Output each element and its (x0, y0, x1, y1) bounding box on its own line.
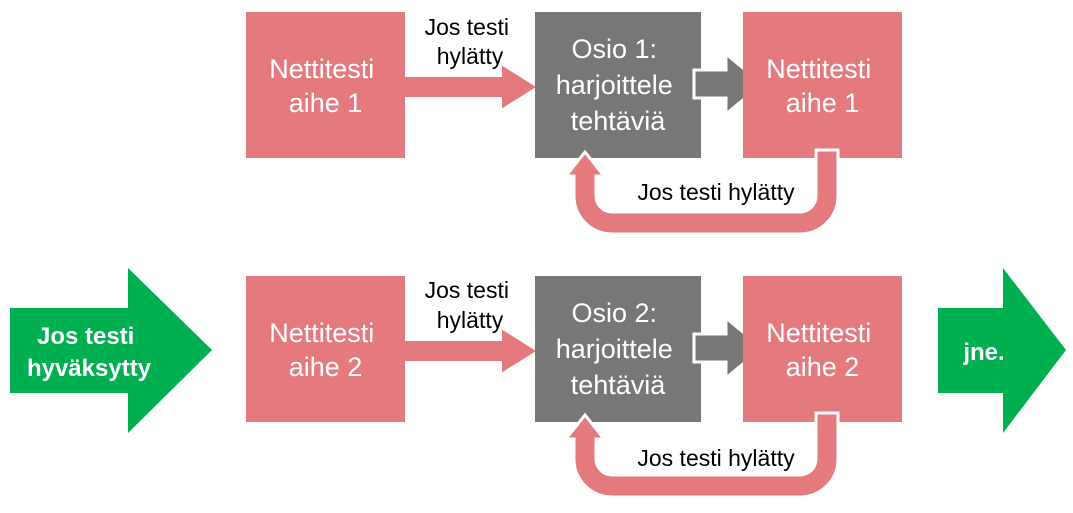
row2-section-box (535, 276, 701, 422)
row2-fail-arrow (394, 322, 544, 380)
row2-loop-arrow (562, 411, 840, 499)
row2-loop-label: Jos testi hylätty (637, 445, 795, 471)
entry-arrow (10, 268, 212, 433)
row1-loop-label: Jos testi hylätty (637, 179, 795, 205)
row1-section-box-text: Osio 1: harjoittele tehtäviä (556, 34, 681, 136)
row-1: Nettitesti aihe 1 Jos testi hylätty Osio… (246, 12, 902, 236)
row1-test-box-right-text: Nettitesti aihe 1 (766, 54, 879, 118)
row1-section-box (535, 12, 701, 158)
row2-section-box-text: Osio 2: harjoittele tehtäviä (556, 298, 681, 400)
row2-test-box-right (743, 276, 902, 422)
entry-arrow-text: Jos testi hyväksytty (27, 323, 152, 382)
row-2: Jos testi hyväksytty Nettitesti aihe 2 J… (10, 268, 1066, 499)
row2-fail-label: Jos testi hylätty (425, 277, 516, 333)
row1-fail-label: Jos testi hylätty (425, 14, 516, 69)
exit-arrow (938, 268, 1066, 433)
row2-test-box-left (246, 276, 405, 422)
exit-arrow-text: jne. (962, 339, 1004, 366)
row1-test-box-left (246, 12, 405, 158)
row1-fail-arrow (394, 58, 544, 116)
row2-test-box-right-text: Nettitesti aihe 2 (766, 318, 879, 382)
row2-test-box-left-text: Nettitesti aihe 2 (269, 318, 382, 382)
row1-test-box-right (743, 12, 902, 158)
row1-test-box-left-text: Nettitesti aihe 1 (269, 54, 382, 118)
row1-loop-arrow (562, 148, 840, 236)
